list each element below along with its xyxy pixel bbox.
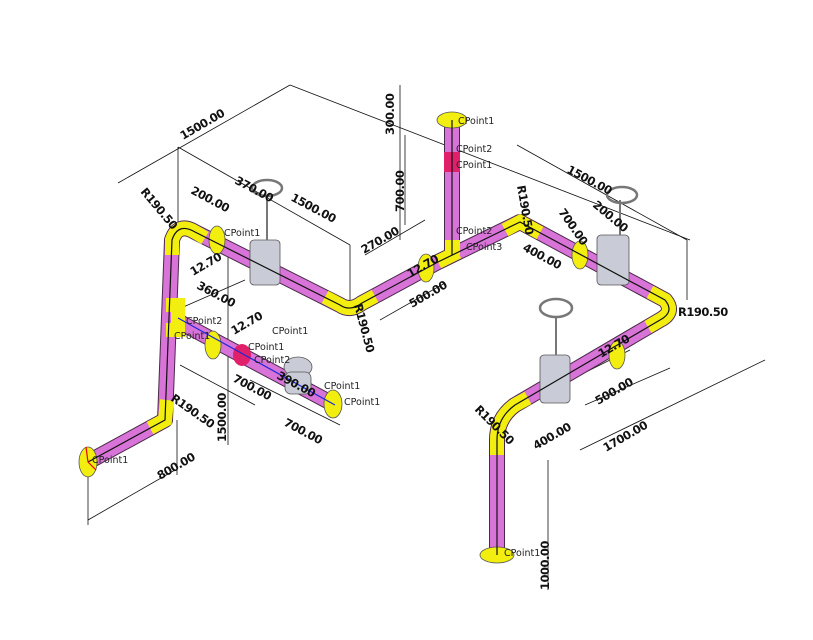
flange (208, 225, 226, 255)
dimension-label: 700.00 (282, 415, 326, 447)
dimension-label: 800.00 (155, 450, 198, 483)
cpoint-label: CPoint2 (254, 355, 290, 366)
cpoint-label: CPoint1 (324, 381, 360, 392)
dimension-label: 12.70 (229, 308, 266, 337)
cpoint-label: CPoint1 (458, 116, 494, 127)
cpoint-label: CPoint1 (504, 548, 540, 559)
dimension-label: R190.50 (678, 305, 728, 319)
dimension-label: 200.00 (189, 183, 233, 215)
origin-triad-icon (85, 446, 97, 471)
cpoint-label: CPoint1 (174, 331, 210, 342)
dimension-label: R190.50 (168, 391, 217, 431)
dimension-label: 1500.00 (565, 162, 615, 198)
dimension-label: 400.00 (531, 420, 574, 453)
dimension-label: 12.70 (188, 249, 225, 278)
pipe-run-main[interactable] (84, 214, 677, 555)
handwheel-icon[interactable] (538, 297, 574, 319)
gate-valve-1[interactable] (249, 178, 284, 286)
dimension-label: 700.00 (393, 170, 407, 212)
dimension-label: 1500.00 (289, 190, 339, 226)
dimension-label: R190.50 (351, 302, 378, 354)
reducer-fitting (233, 344, 251, 366)
cpoint-label: CPoint2 (456, 144, 492, 155)
cpoint-label: CPoint2 (186, 316, 222, 327)
handwheel-icon[interactable] (605, 185, 639, 205)
flange (204, 330, 222, 360)
dimension-label: 1000.00 (538, 541, 552, 590)
dimension-label: 300.00 (383, 93, 397, 135)
handwheel-icon[interactable] (250, 178, 284, 198)
cpoint-label: CPoint3 (466, 242, 502, 253)
cpoint-label: CPoint1 (344, 397, 380, 408)
route-centerline (87, 120, 670, 555)
dimension-label: 500.00 (593, 375, 636, 408)
cpoint-label: CPoint1 (92, 455, 128, 466)
dimension-label: 270.00 (359, 224, 402, 257)
cpoint-label: CPoint1 (456, 160, 492, 171)
cpoint-label: CPoint1 (224, 228, 260, 239)
dimension-label: R190.50 (138, 185, 181, 232)
flange (571, 240, 589, 270)
dimension-label: 370.00 (233, 173, 277, 205)
dimension-label: 1500.00 (178, 106, 228, 143)
dimension-label: 360.00 (195, 278, 239, 310)
gate-valve-2[interactable] (596, 185, 639, 286)
cpoint-label: CPoint1 (248, 342, 284, 353)
gate-valve-3[interactable] (538, 297, 574, 404)
cpoint-label: CPoint2 (456, 226, 492, 237)
dimension-label: 1500.00 (215, 393, 229, 442)
cpoint-label: CPoint1 (272, 326, 308, 337)
connection-point-labels: CPoint1 CPoint2 CPoint1 CPoint2 CPoint3 … (92, 116, 540, 559)
